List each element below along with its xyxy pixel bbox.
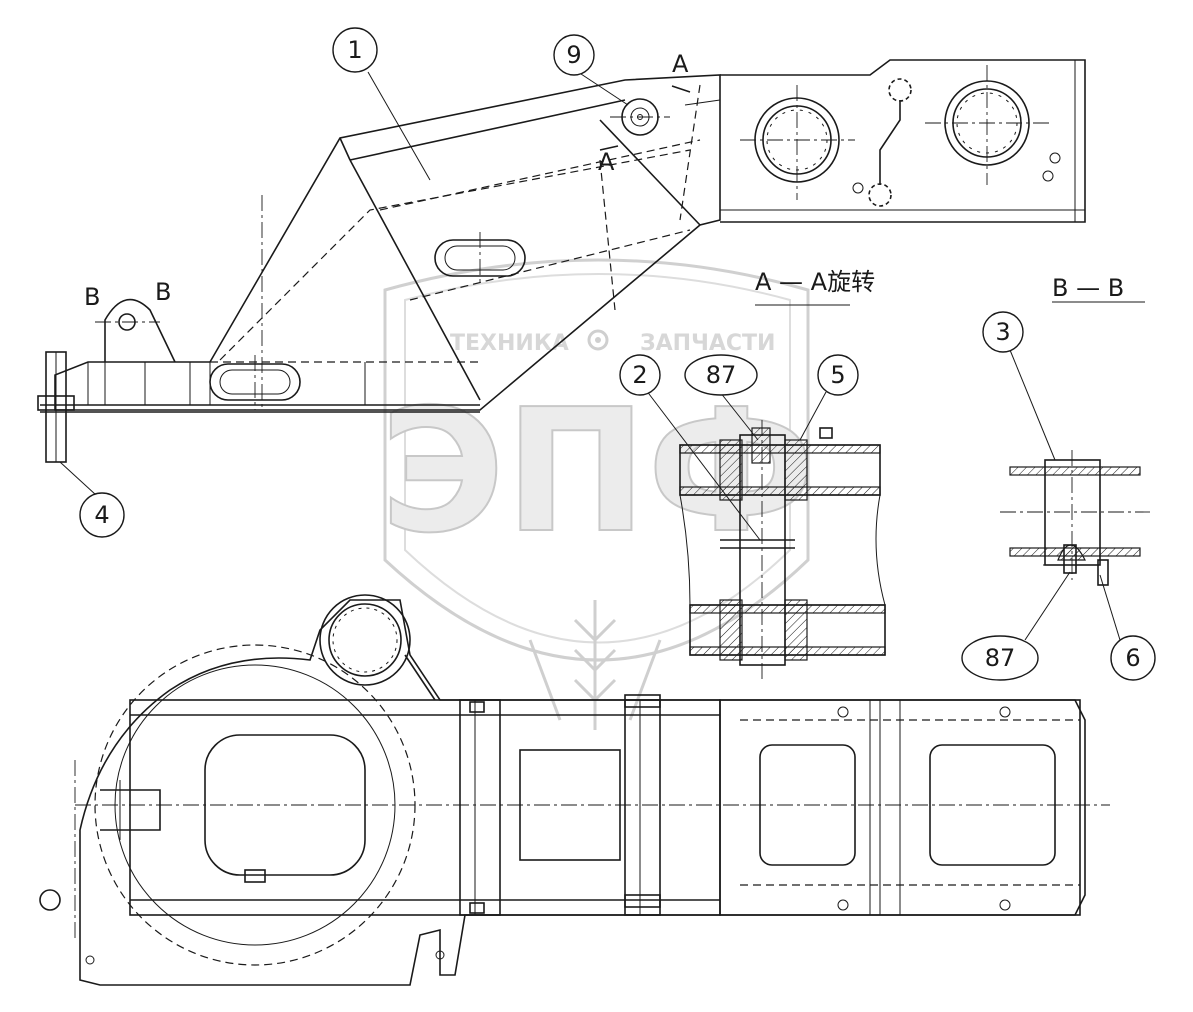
- callout-9-label: 9: [566, 41, 581, 69]
- watermark-left-word: ТЕХНИКА: [450, 331, 569, 356]
- callout-2: 2: [619, 354, 661, 396]
- callout-1-label: 1: [347, 36, 362, 64]
- callout-2-label: 2: [632, 361, 647, 389]
- section-mark-a-bottom: A: [598, 148, 615, 176]
- callout-4-label: 4: [94, 501, 109, 529]
- callout-87-upper-label: 87: [706, 361, 737, 389]
- callout-87-upper: 87: [684, 354, 758, 396]
- callout-3: 3: [982, 311, 1024, 353]
- section-b-b-view: [1000, 301, 1150, 586]
- section-a-a-view: [679, 304, 886, 680]
- section-view-title-a-a: A — A旋转: [755, 268, 875, 296]
- section-mark-b-right: B: [155, 278, 171, 306]
- callout-5: 5: [817, 354, 859, 396]
- callout-87-lower: 87: [961, 635, 1039, 681]
- callout-4: 4: [79, 492, 125, 538]
- callout-5-label: 5: [830, 361, 845, 389]
- callout-6-label: 6: [1125, 644, 1140, 672]
- watermark-right-word: ЗАПЧАСТИ: [640, 331, 775, 356]
- boom-side-view: [37, 59, 1086, 463]
- frame-plan-view: [39, 594, 1110, 986]
- callout-87-lower-label: 87: [985, 644, 1016, 672]
- leader-lines: [59, 71, 1121, 641]
- watermark-big-letters: ЭПФ: [380, 373, 816, 571]
- callout-3-label: 3: [995, 318, 1010, 346]
- section-mark-a-top: A: [672, 50, 689, 78]
- section-mark-b-left: B: [84, 283, 100, 311]
- callout-9: 9: [553, 34, 595, 76]
- callout-6: 6: [1110, 635, 1156, 681]
- section-view-title-b-b: B — B: [1052, 274, 1124, 302]
- callout-1: 1: [332, 27, 378, 73]
- gear-icon: [587, 329, 609, 351]
